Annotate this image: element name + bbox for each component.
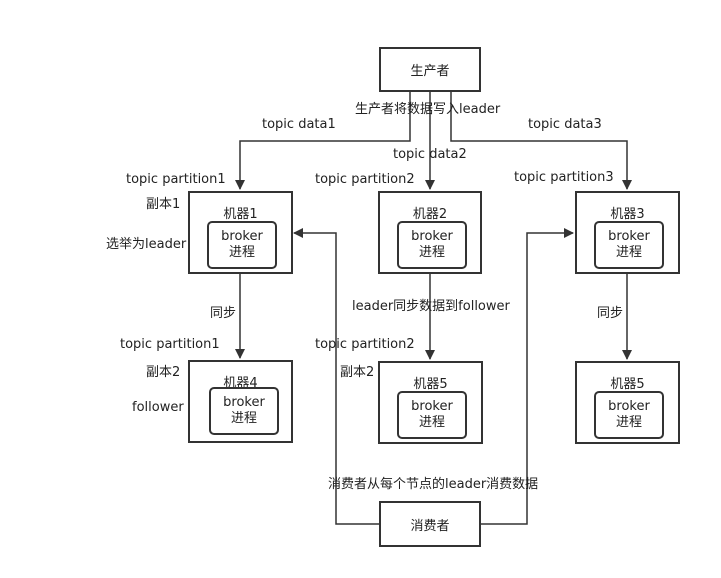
machine5-right-title: 机器5 <box>610 377 645 392</box>
machine5-box: 机器5 broker 进程 <box>378 361 483 444</box>
replica1-label: 副本1 <box>146 197 181 212</box>
machine3-title: 机器3 <box>610 207 645 222</box>
arrow-consumer-to-machine3 <box>480 228 574 525</box>
replica2-left-label: 副本2 <box>146 365 181 380</box>
machine2-title: 机器2 <box>412 207 448 222</box>
machine2-broker-process: broker 进程 <box>397 221 467 269</box>
consumer-box: 消费者 <box>379 501 481 547</box>
machine3-broker-process: broker 进程 <box>594 221 664 269</box>
topic-partition1-top-label: topic partition1 <box>126 172 226 187</box>
machine2-broker-line2: 进程 <box>418 245 445 260</box>
producer-write-label: 生产者将数据写入leader <box>355 102 501 117</box>
follower-label: follower <box>132 400 184 415</box>
consumer-read-label: 消费者从每个节点的leader消费数据 <box>328 477 539 492</box>
machine5-broker-line2: 进程 <box>418 415 445 430</box>
arrow-producer-to-machine1 <box>235 92 411 190</box>
machine4-broker-line2: 进程 <box>230 411 257 426</box>
machine5-right-broker-line2: 进程 <box>615 415 642 430</box>
machine2-box: 机器2 broker 进程 <box>378 191 482 274</box>
machine1-broker-line2: 进程 <box>228 245 255 260</box>
topic-data2-label: topic data2 <box>393 147 467 162</box>
topic-partition3-top-label: topic partition3 <box>514 170 614 185</box>
machine1-broker-process: broker 进程 <box>207 221 277 269</box>
machine4-box: 机器4 broker 进程 <box>188 360 293 443</box>
sync-left-label: 同步 <box>210 306 237 321</box>
machine5-broker-line1: broker <box>411 399 453 414</box>
machine5-right-box: 机器5 broker 进程 <box>575 361 680 444</box>
producer-label: 生产者 <box>410 64 450 79</box>
leader-sync-label: leader同步数据到follower <box>352 299 510 314</box>
producer-box: 生产者 <box>379 47 481 92</box>
topic-partition2-top-label: topic partition2 <box>315 172 415 187</box>
topic-partition2-bottom-label: topic partition2 <box>315 337 415 352</box>
machine5-title: 机器5 <box>413 377 448 392</box>
machine3-broker-line2: 进程 <box>615 245 642 260</box>
machine2-broker-line1: broker <box>411 229 453 244</box>
machine3-box: 机器3 broker 进程 <box>575 191 680 274</box>
machine4-broker-process: broker 进程 <box>209 387 279 435</box>
topic-partition1-bottom-label: topic partition1 <box>120 337 220 352</box>
machine1-title: 机器1 <box>223 207 258 222</box>
topic-data3-label: topic data3 <box>528 117 602 132</box>
replica2-mid-label: 副本2 <box>340 365 375 380</box>
machine3-broker-line1: broker <box>608 229 650 244</box>
machine5-right-broker-line1: broker <box>608 399 650 414</box>
elect-leader-label: 选举为leader <box>106 237 187 252</box>
machine5-broker-process: broker 进程 <box>397 391 467 439</box>
machine5-right-broker-process: broker 进程 <box>594 391 664 439</box>
arrow-producer-to-machine3 <box>450 92 632 190</box>
consumer-label: 消费者 <box>410 518 450 534</box>
machine1-broker-line1: broker <box>221 229 263 244</box>
machine4-broker-line1: broker <box>223 395 265 410</box>
sync-right-label: 同步 <box>597 306 624 321</box>
arrow-consumer-to-machine1 <box>293 228 380 525</box>
machine1-box: 机器1 broker 进程 <box>188 191 293 274</box>
topic-data1-label: topic data1 <box>262 117 336 132</box>
